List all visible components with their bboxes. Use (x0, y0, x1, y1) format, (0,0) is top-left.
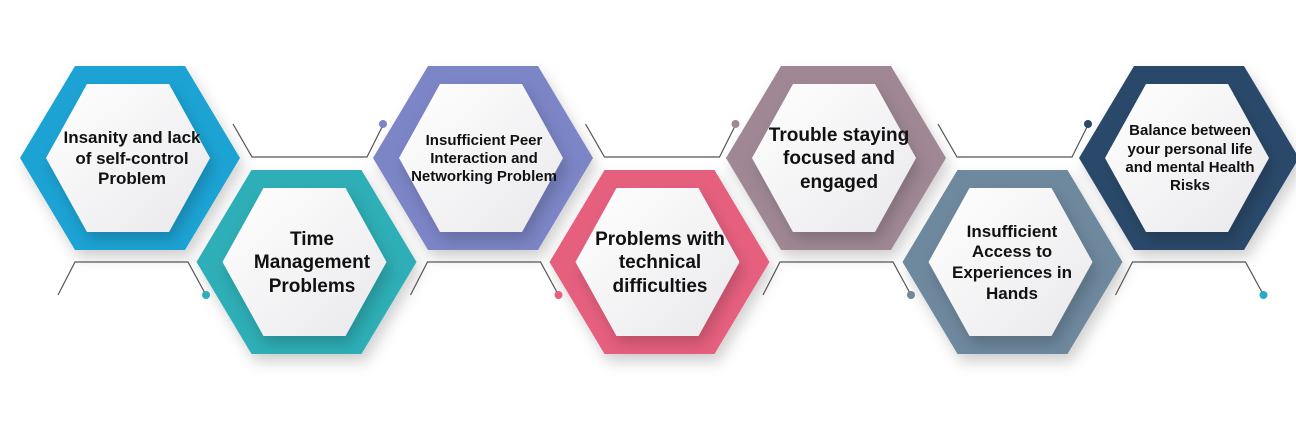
connector-dot-bottom-2 (554, 291, 563, 299)
connector-line-bottom-2 (409, 261, 560, 296)
hexagon-inner-5 (752, 84, 916, 232)
hexagon-label-5: Trouble staying focused and engaged (768, 125, 910, 193)
hexagon-inner-6 (928, 188, 1093, 336)
hexagon-inner-1 (46, 84, 210, 232)
connector-dot-bottom-4 (1259, 291, 1268, 299)
hexagon-inner-4 (575, 188, 740, 336)
connector-line-top-2 (584, 123, 737, 158)
connector-dot-top-3 (1084, 120, 1092, 128)
connector-line-bottom-3 (762, 261, 912, 296)
connector-dot-bottom-3 (907, 291, 915, 299)
hexagon-label-1: Insanity and lack of self-control Proble… (63, 127, 201, 189)
hexagon-inner-3 (399, 84, 563, 232)
connector-line-bottom-4 (1114, 261, 1265, 296)
hexagon-label-7: Balance between your personal life and m… (1125, 122, 1255, 195)
connector-dot-bottom-1 (202, 291, 210, 299)
connector-dot-top-2 (731, 120, 740, 128)
hexagon-inner-2 (222, 188, 387, 336)
connector-line-top-1 (232, 123, 384, 158)
connector-dot-top-1 (379, 120, 387, 128)
hexagon-label-6: Insufficient Access to Experiences in Ha… (951, 221, 1072, 303)
connector-line-bottom-1 (57, 261, 207, 296)
hexagon-label-2: Time Management Problems (253, 229, 371, 297)
connector-line-top-3 (937, 123, 1089, 158)
hexagon-inner-7 (1105, 84, 1269, 232)
hexagon-label-4: Problems with technical difficulties (595, 229, 725, 297)
hexagon-label-3: Insufficient Peer Interaction and Networ… (411, 131, 557, 186)
